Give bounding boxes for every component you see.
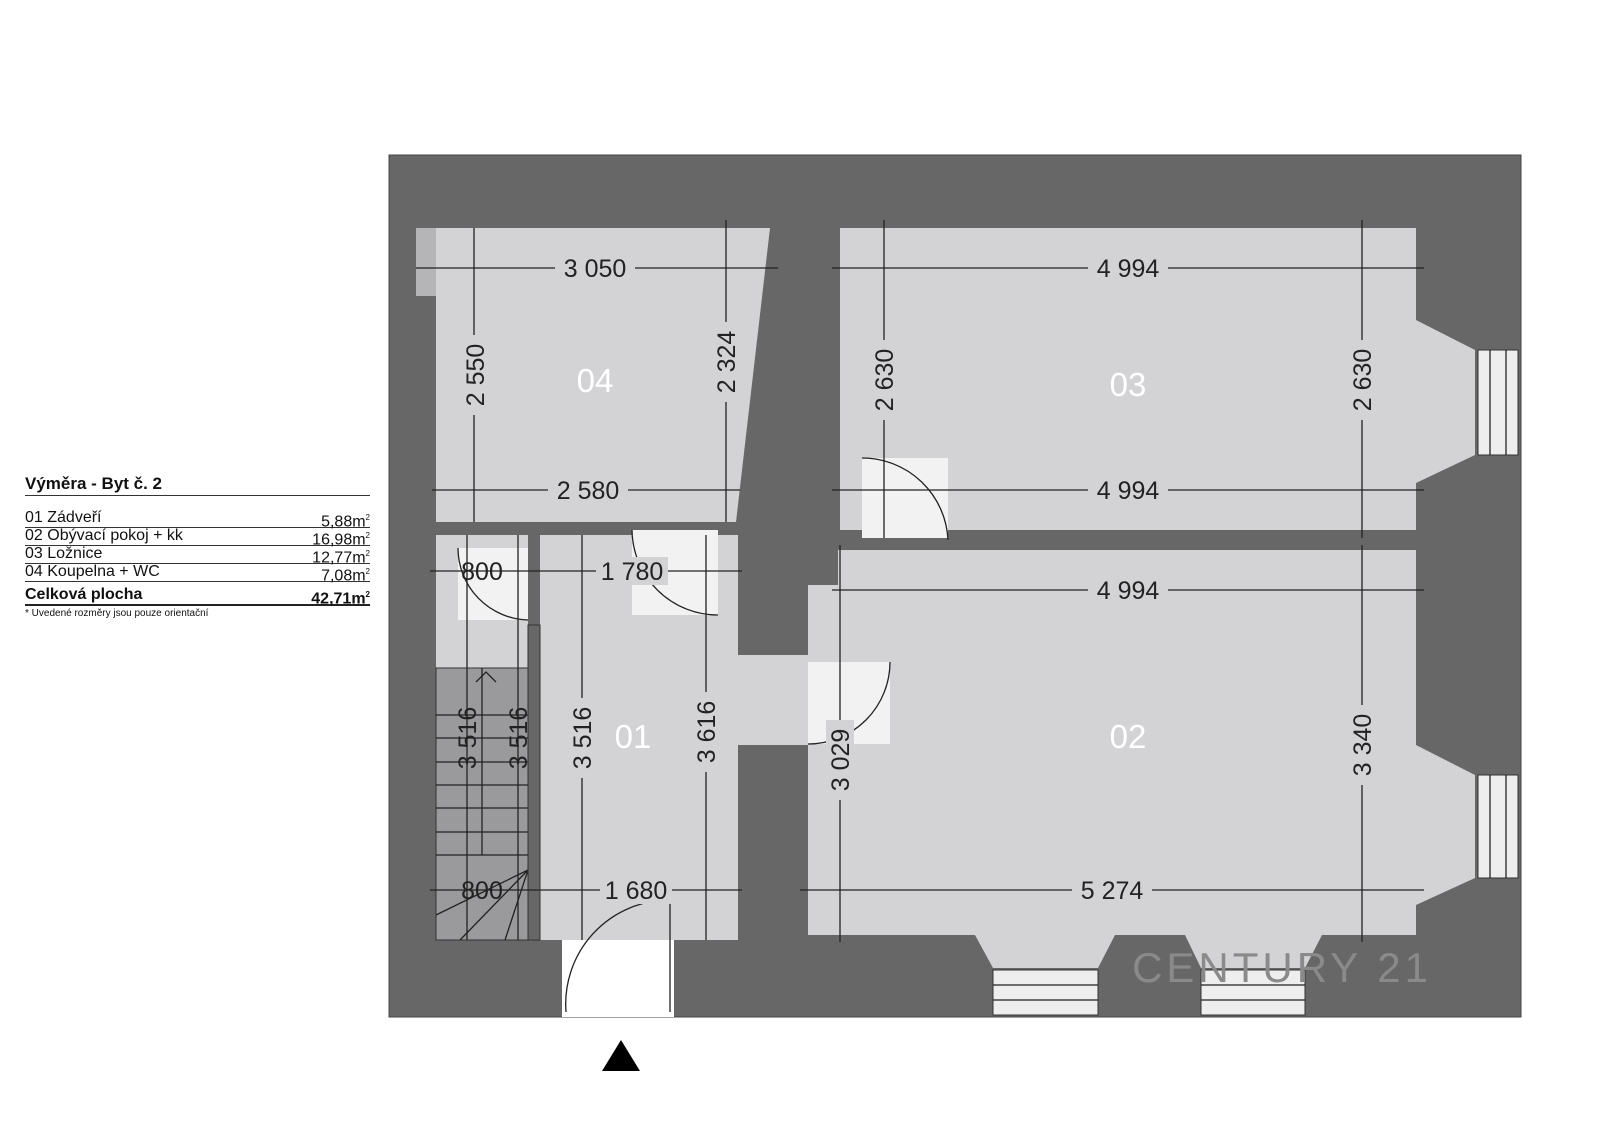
- total-area: 42,71m2: [311, 590, 370, 608]
- room-04-niche: [416, 228, 436, 296]
- legend-row: 04 Koupelna + WC 7,08m2: [25, 563, 370, 585]
- room-area: 16,98m2: [312, 531, 370, 549]
- legend-row: 01 Zádveří 5,88m2: [25, 509, 370, 531]
- dim-01-top: 1 780: [601, 558, 664, 586]
- entrance-arrow-icon: [602, 1040, 640, 1071]
- room-area: 7,08m2: [321, 567, 370, 585]
- room-02-floor: [808, 550, 1475, 968]
- room-name: 02 Obývací pokoj + kk: [25, 527, 183, 544]
- room-area: 5,88m2: [321, 513, 370, 531]
- window-mullions: [993, 350, 1507, 1001]
- room-area: 12,77m2: [312, 549, 370, 567]
- dim-01-left: 3 516: [569, 707, 597, 770]
- legend-row: 03 Ložnice 12,77m2: [25, 545, 370, 567]
- dim-03-left: 2 630: [871, 349, 899, 412]
- total-label: Celková plocha: [25, 586, 143, 603]
- room-name: 01 Zádveří: [25, 509, 102, 526]
- dim-01-bottom-stair: 800: [461, 877, 503, 905]
- stair-wall: [527, 624, 541, 941]
- dimension-labels: 3 050 2 580 2 550 2 324 4 994 4 994 2 63…: [454, 254, 1377, 905]
- dim-03-top: 4 994: [1097, 255, 1160, 283]
- door-swing: [861, 457, 949, 541]
- room-label-04: 04: [577, 362, 614, 399]
- room-04-floor: [416, 228, 770, 522]
- legend-title: Výměra - Byt č. 2: [25, 474, 370, 496]
- legend-note: * Uvedené rozměry jsou pouze orientační: [25, 608, 209, 619]
- dim-02-right: 3 340: [1349, 714, 1377, 777]
- room-name: 03 Ložnice: [25, 545, 103, 562]
- entry-door: [562, 940, 674, 1017]
- dim-04-top: 3 050: [564, 255, 627, 283]
- dim-02-bottom: 5 274: [1081, 877, 1144, 905]
- dim-04-right: 2 324: [713, 331, 741, 394]
- dim-01-right: 3 616: [693, 701, 721, 764]
- door-swing: [457, 547, 529, 621]
- room-03-floor: [840, 228, 1475, 530]
- room-label-01: 01: [615, 718, 652, 755]
- dim-02-top: 4 994: [1097, 577, 1160, 605]
- dim-03-right: 2 630: [1349, 349, 1377, 412]
- legend-total: Celková plocha 42,71m2: [25, 586, 370, 608]
- dim-04-left: 2 550: [462, 344, 490, 407]
- dim-03-bottom: 4 994: [1097, 477, 1160, 505]
- room-label-02: 02: [1110, 718, 1147, 755]
- dim-stair-b: 3 516: [505, 707, 533, 770]
- door-swing: [631, 529, 719, 616]
- dim-02-left: 3 029: [827, 729, 855, 792]
- dim-stair-a: 3 516: [454, 707, 482, 770]
- door-stair: [458, 548, 528, 620]
- century21-watermark: CENTURY 21: [1132, 944, 1432, 991]
- stair-treads: [435, 668, 529, 941]
- legend-row: 02 Obývací pokoj + kk 16,98m2: [25, 527, 370, 549]
- dim-04-bottom: 2 580: [557, 477, 620, 505]
- room-01-floor: [540, 535, 808, 940]
- door-swing: [807, 661, 891, 745]
- dim-01-bottom: 1 680: [605, 877, 668, 905]
- room-label-03: 03: [1110, 366, 1147, 403]
- door-03: [862, 458, 948, 538]
- windows: [992, 349, 1519, 1016]
- room-name: 04 Koupelna + WC: [25, 563, 160, 580]
- room-labels: 04 03 01 02: [577, 362, 1147, 755]
- dim-01-top-stair: 800: [461, 558, 503, 586]
- area-legend: Výměra - Byt č. 2 01 Zádveří 5,88m2 02 Ob…: [25, 474, 370, 619]
